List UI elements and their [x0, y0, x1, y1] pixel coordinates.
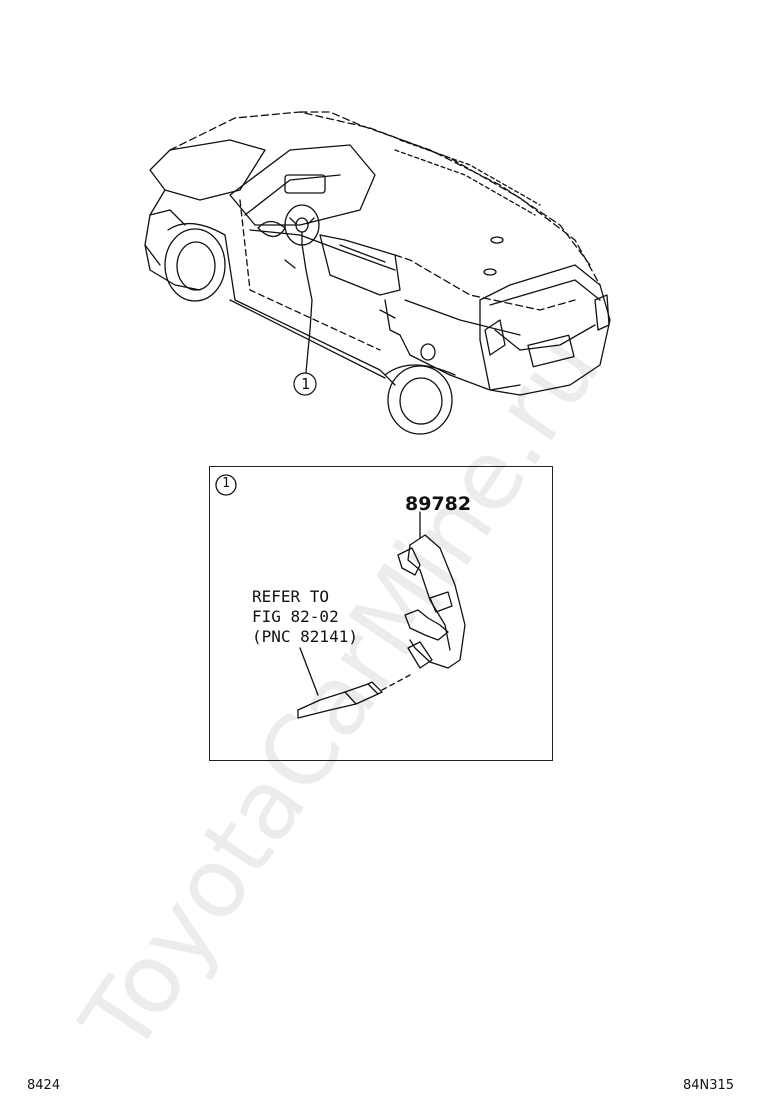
vehicle-illustration — [144, 111, 611, 435]
detail-box — [209, 466, 553, 761]
reference-note-line-3: (PNC 82141) — [252, 627, 358, 646]
reference-note-line-2: FIG 82-02 — [252, 607, 339, 626]
footer-left-code: 8424 — [27, 1078, 61, 1093]
part-number-label[interactable]: 89782 — [405, 493, 472, 515]
footer-right-code: 84N315 — [683, 1078, 735, 1093]
reference-note-line-1: REFER TO — [252, 587, 330, 606]
callout-number-detail: 1 — [222, 476, 230, 491]
detail-illustration — [215, 474, 466, 719]
callout-number-main: 1 — [300, 375, 311, 393]
